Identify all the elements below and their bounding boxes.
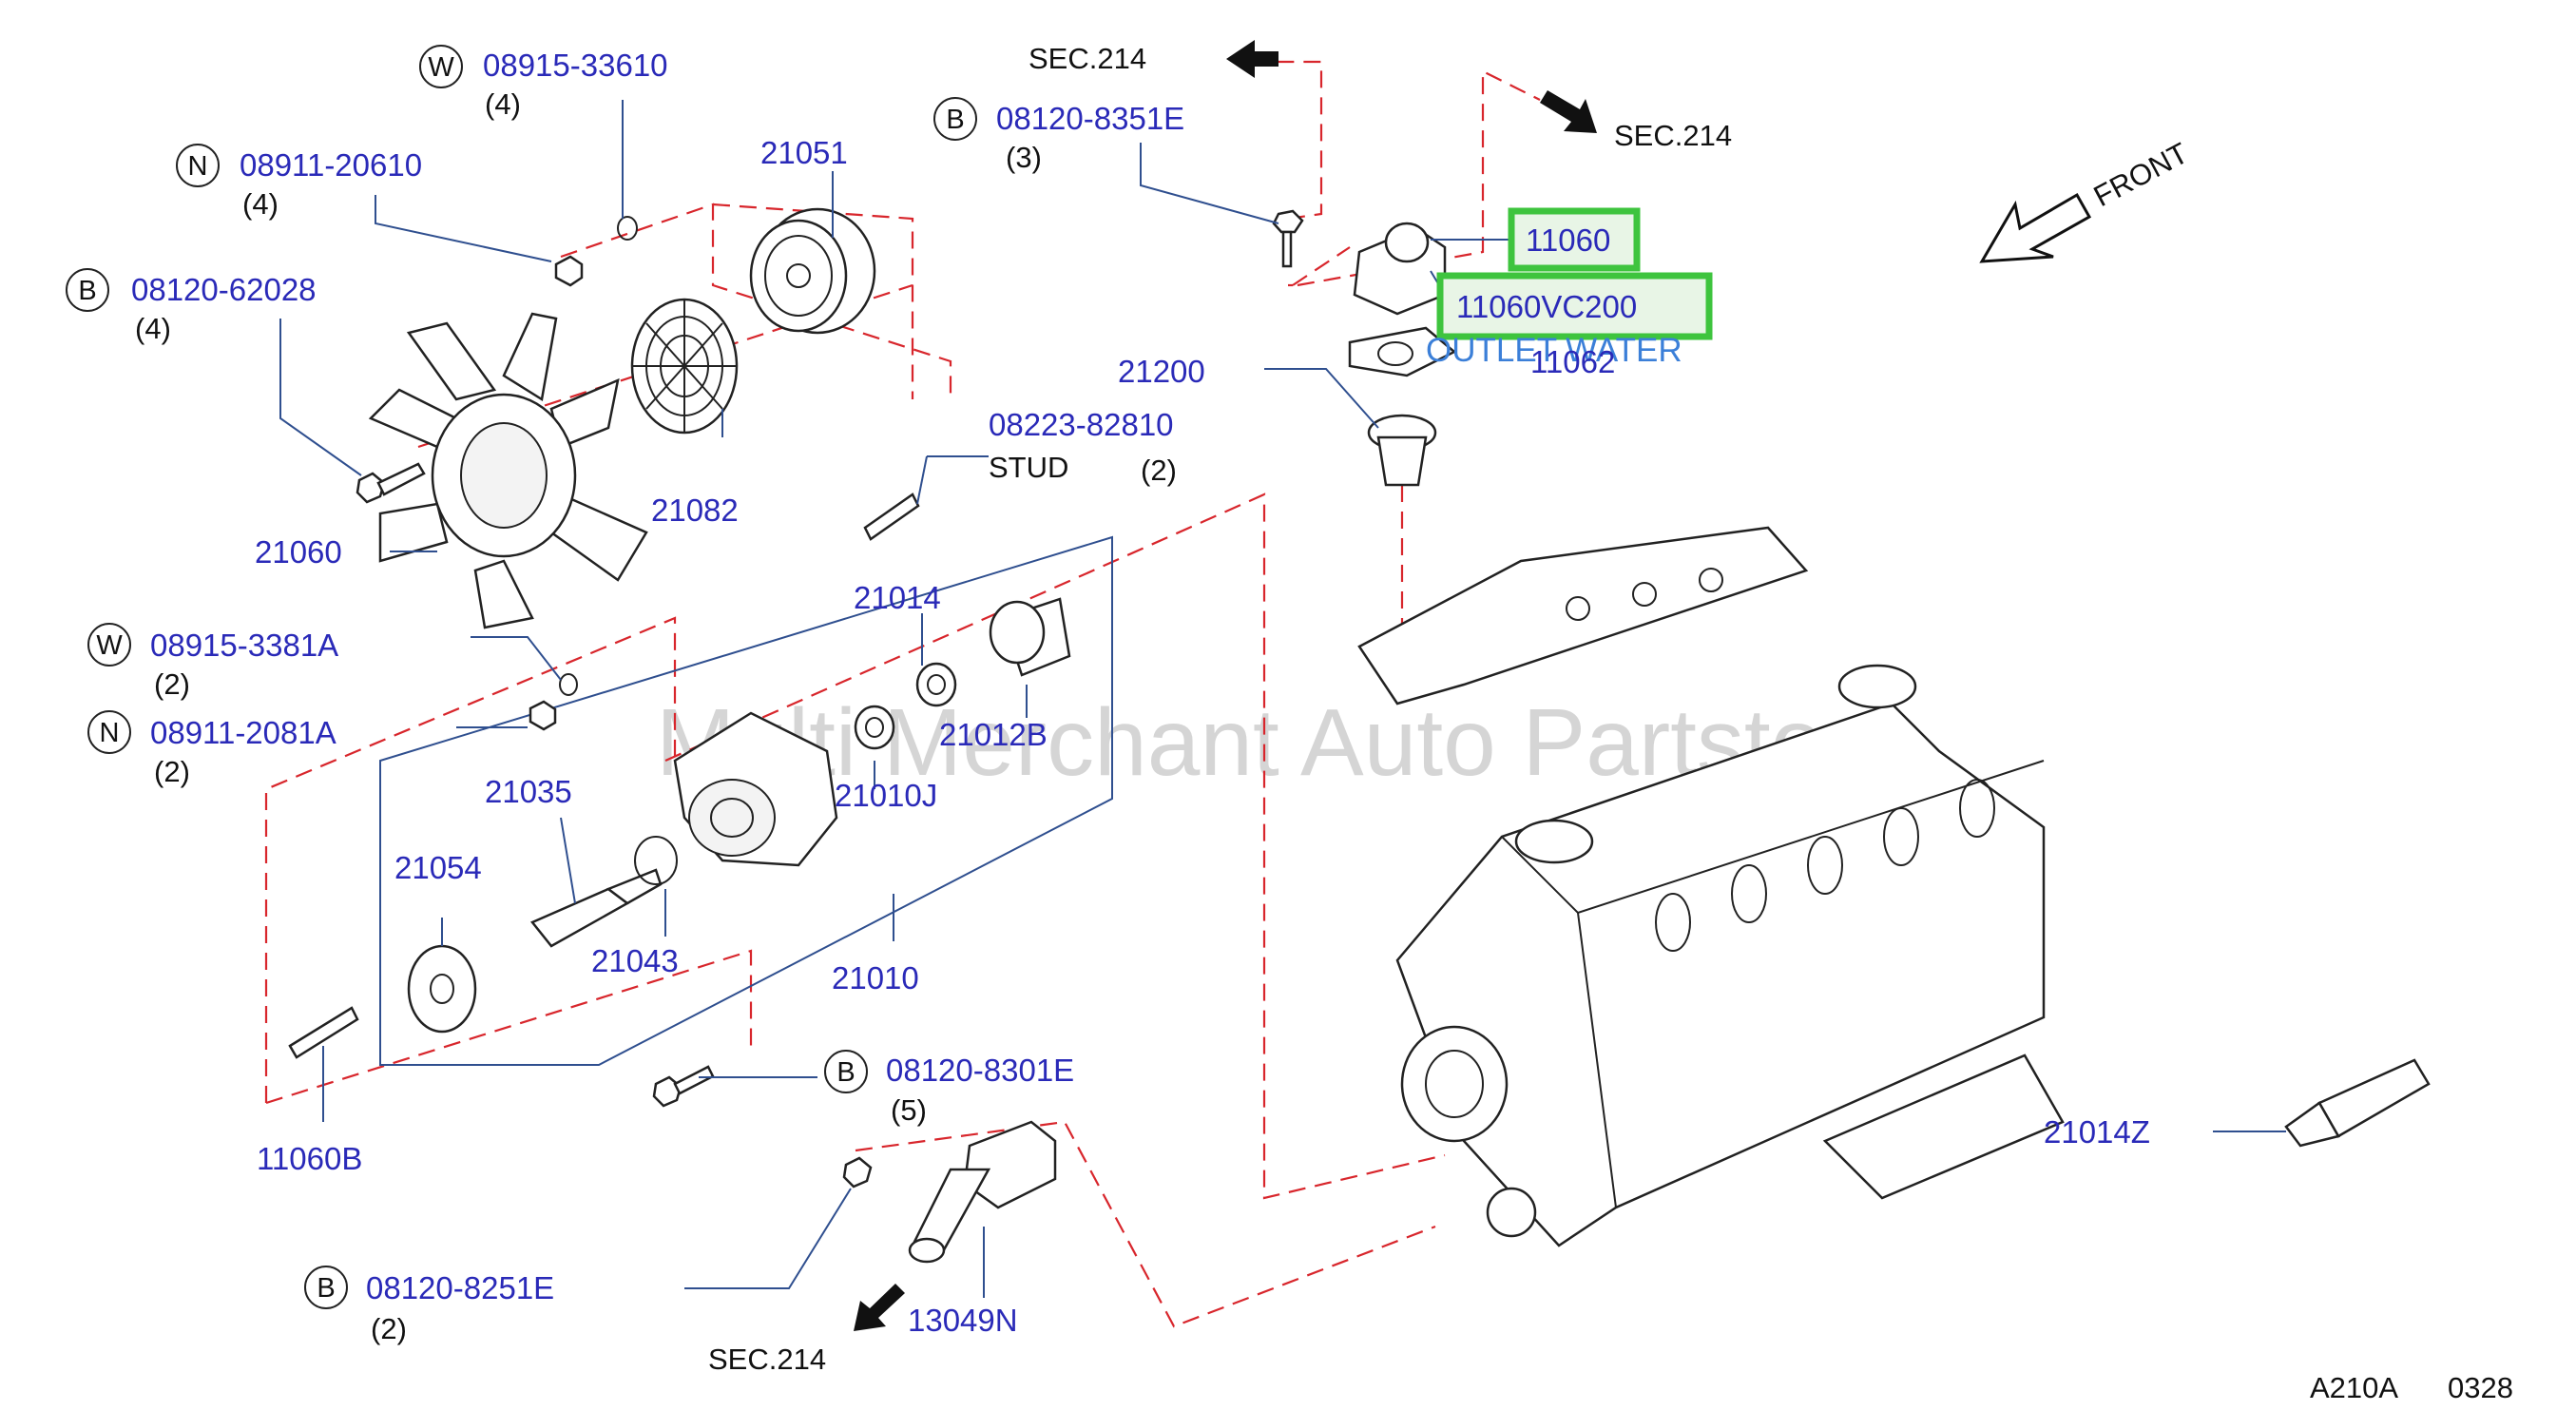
part-label-13049N: 13049N: [908, 1303, 1018, 1338]
sec-label-right: SEC.214: [1614, 119, 1732, 152]
engine-ports: [1655, 779, 1995, 952]
qty-08120-8351E: (3): [1006, 141, 1042, 174]
water-pump-assembly: [288, 493, 1113, 1108]
qty-08120-8301E: (5): [891, 1093, 927, 1127]
part-label-21200: 21200: [1118, 354, 1205, 389]
arrow-icon: [1540, 90, 1597, 133]
part-label-08915-3381A: 08915-3381A: [150, 628, 338, 663]
sec-label-bottom: SEC.214: [708, 1343, 826, 1376]
sealant-tube-21014Z: [2284, 1058, 2431, 1148]
b-badge: [66, 268, 109, 312]
part-labels: 08915-33610 (4) 08911-20610 (4) 08120-62…: [131, 48, 2150, 1345]
arrow-icon: [1226, 40, 1278, 78]
arrow-icon: [854, 1284, 905, 1331]
w-badge: [87, 623, 131, 667]
water-inlet-13049N: [842, 1120, 1057, 1264]
footer-code: A210A: [2310, 1371, 2398, 1404]
highlight-11060: [1508, 207, 1641, 272]
part-label-08223-82810: 08223-82810: [989, 407, 1174, 442]
leader-lines: [279, 100, 2286, 1298]
qty-08120-8251E: (2): [371, 1312, 407, 1345]
b-badge-letter: B: [78, 276, 96, 306]
front-label: FRONT: [2088, 136, 2194, 213]
qty-08915-33610: (4): [485, 87, 521, 121]
part-label-21054: 21054: [394, 850, 482, 885]
part-label-08120-8301E: 08120-8301E: [886, 1053, 1074, 1088]
part-label-08915-33610: 08915-33610: [483, 48, 668, 83]
part-label-08120-8351E: 08120-8351E: [996, 101, 1184, 136]
letter-badges: W N B B W N B B: [66, 45, 977, 1309]
engine-block: [1357, 526, 2065, 1247]
w-badge: [419, 45, 463, 88]
thermostat-21200: [1367, 414, 1437, 487]
part-label-21014: 21014: [854, 580, 941, 615]
n-badge-letter: N: [188, 151, 208, 182]
b-badge: [304, 1266, 348, 1309]
part-label-21012B: 21012B: [939, 717, 1048, 752]
part-label-21043: 21043: [591, 943, 679, 978]
b-badge-letter: B: [317, 1273, 335, 1304]
part-label-21010: 21010: [832, 960, 919, 995]
qty-08120-62028: (4): [135, 312, 171, 345]
part-label-11060: 11060: [1526, 222, 1610, 258]
n-badge-letter: N: [100, 718, 120, 748]
fan-clutch-21082: [630, 298, 739, 435]
sec-label-top: SEC.214: [1028, 42, 1146, 75]
stud-label: STUD: [989, 451, 1068, 484]
b-badge-letter: B: [946, 105, 964, 135]
b-badge-letter: B: [836, 1057, 855, 1088]
part-label-08911-2081A: 08911-2081A: [150, 715, 336, 750]
front-arrow-icon: [1979, 192, 2092, 263]
pulley-21051: [749, 207, 876, 335]
part-label-08911-20610: 08911-20610: [240, 147, 422, 183]
part-label-21014Z: 21014Z: [2044, 1114, 2150, 1150]
nut-washer-upper: [554, 216, 638, 287]
qty-08911-2081A: (2): [154, 755, 190, 788]
part-label-21010J: 21010J: [835, 778, 937, 813]
qty-08911-20610: (4): [242, 187, 279, 221]
water-outlet-11060: [1272, 209, 1457, 377]
qty-08915-3381A: (2): [154, 667, 190, 701]
part-label-21051: 21051: [760, 135, 848, 170]
part-label-21060: 21060: [255, 534, 342, 570]
part-label-08120-62028: 08120-62028: [131, 272, 317, 307]
footer-number: 0328: [2448, 1371, 2513, 1404]
n-badge: [176, 144, 220, 187]
w-badge-letter: W: [428, 52, 454, 83]
b-badge: [933, 97, 977, 141]
part-label-08120-8251E: 08120-8251E: [366, 1270, 554, 1305]
b-badge: [824, 1050, 868, 1093]
highlight-11060VC200: [1436, 272, 1713, 340]
part-label-11060VC200: 11060VC200: [1456, 289, 1637, 324]
fan-blade-21060: [368, 312, 648, 629]
direction-arrows: [854, 40, 2092, 1331]
n-badge: [87, 710, 131, 754]
part-label-11062: 11062: [1530, 344, 1615, 379]
part-label-21082: 21082: [651, 493, 739, 528]
w-badge-letter: W: [96, 630, 123, 661]
part-label-11060B: 11060B: [257, 1141, 362, 1176]
part-description: OUTLET WATER: [1426, 332, 1682, 369]
bolt-08120-62028: [356, 462, 426, 504]
part-label-21035: 21035: [485, 774, 572, 809]
qty-08223-82810: (2): [1141, 454, 1177, 487]
